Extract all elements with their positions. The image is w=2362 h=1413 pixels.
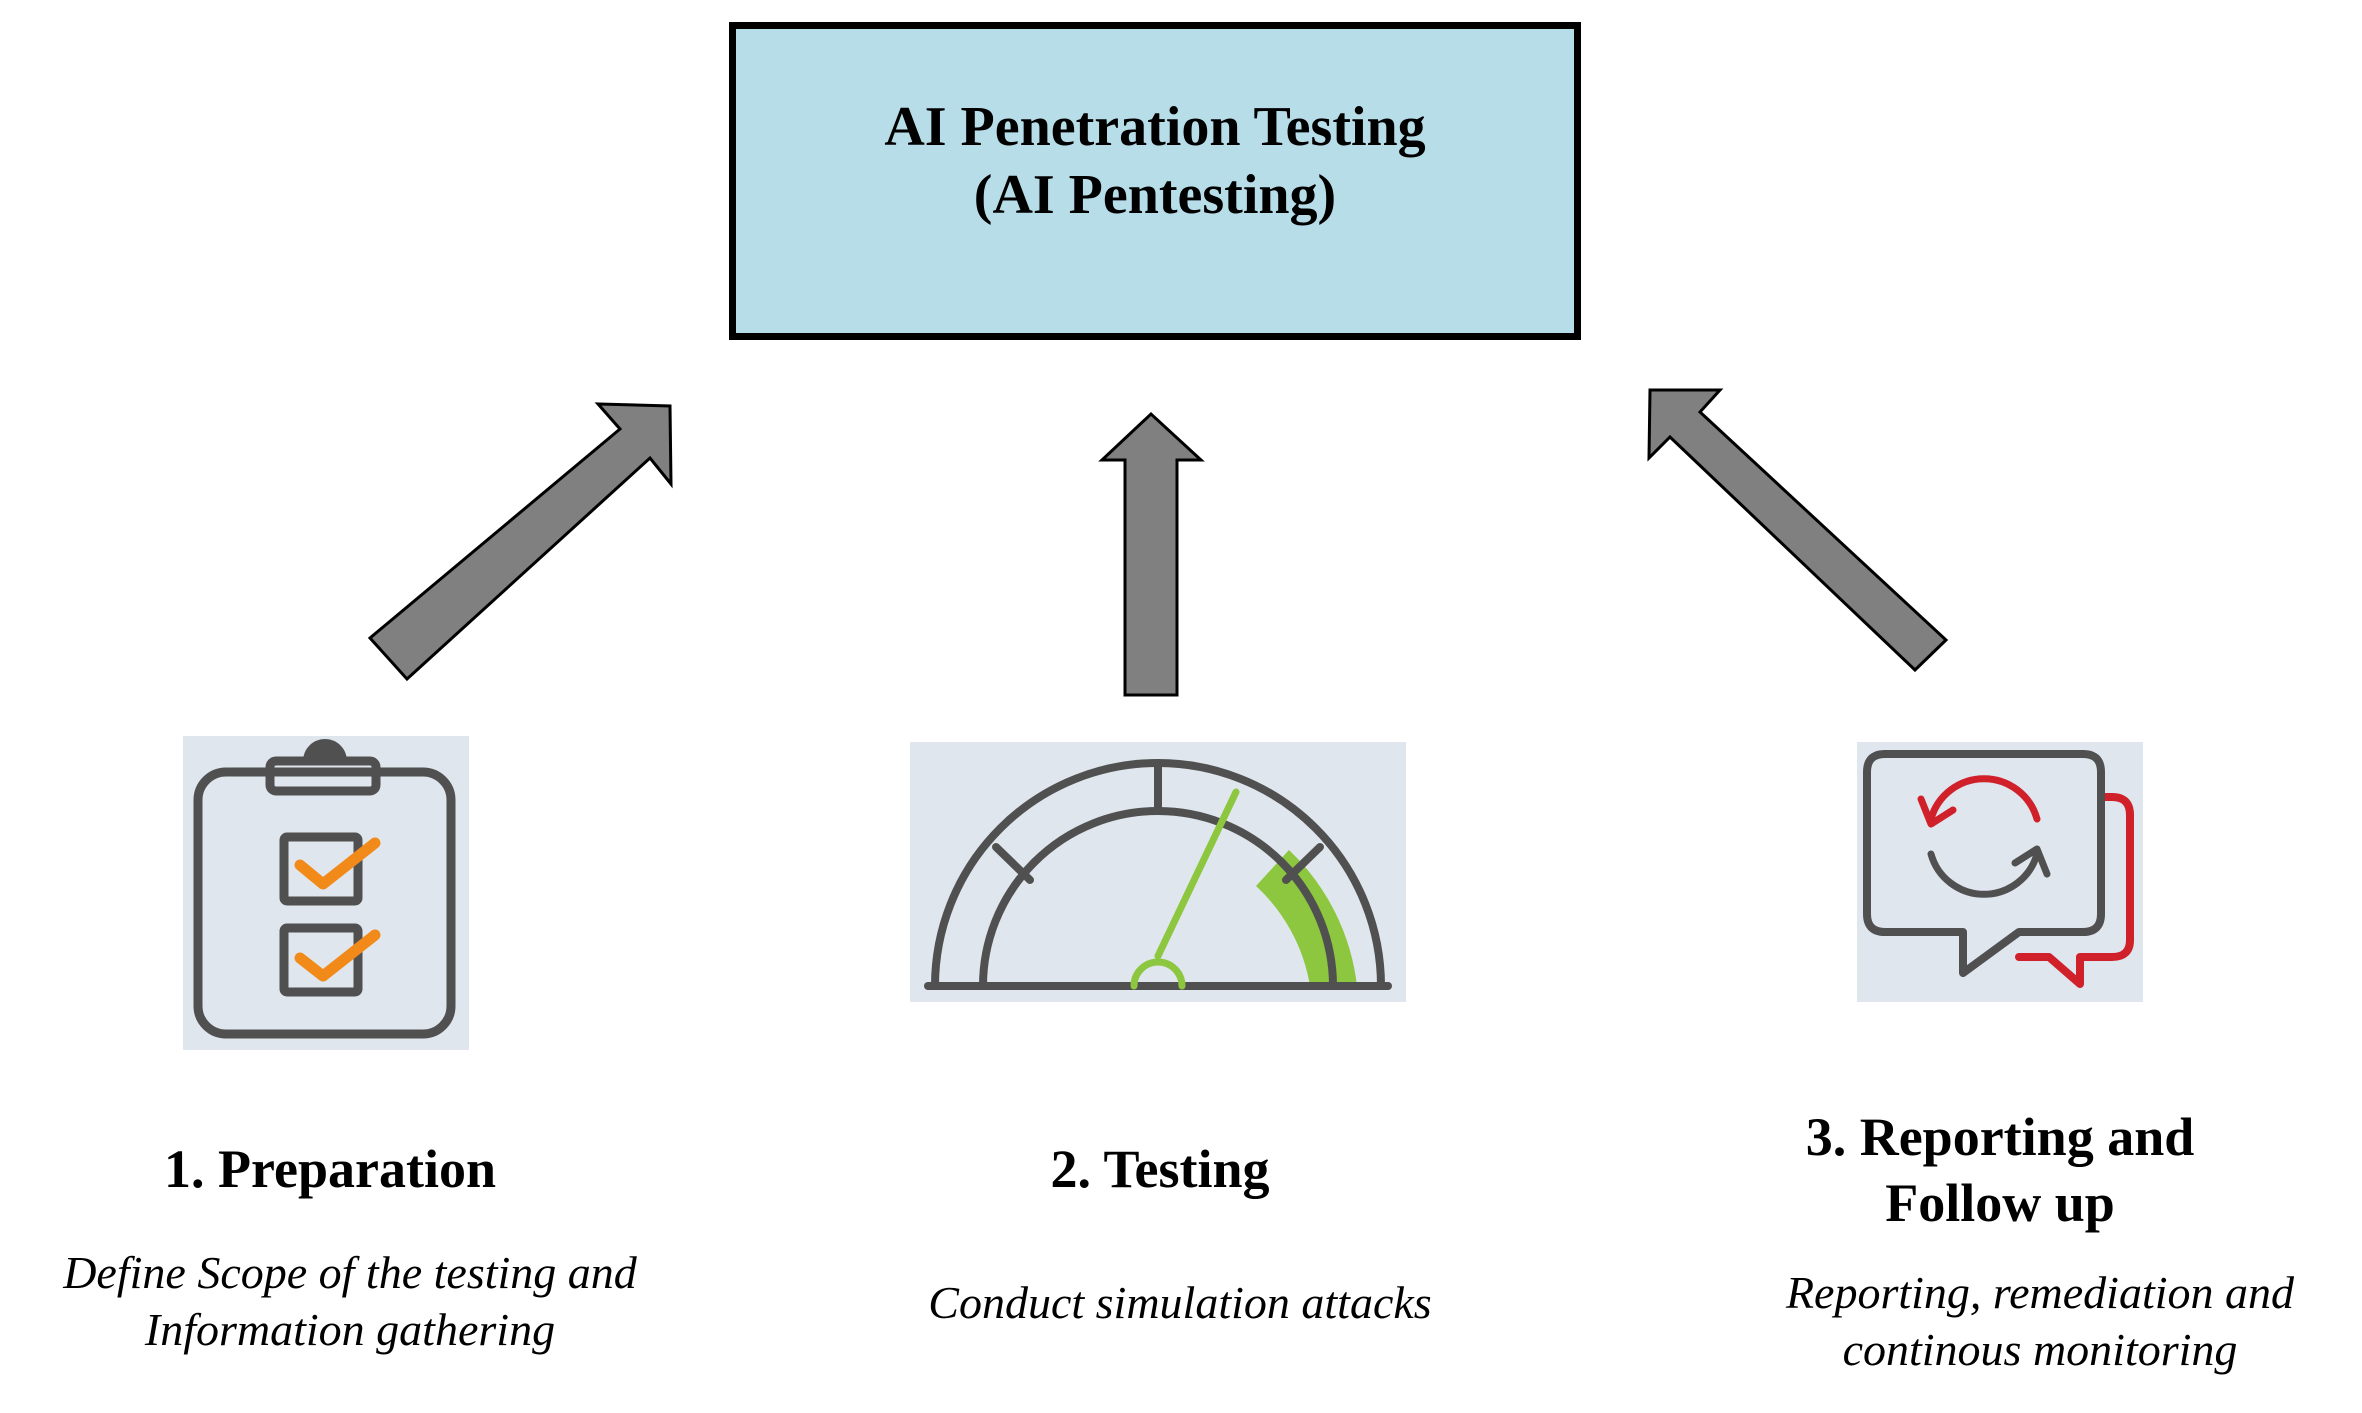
step-3-title-line-1: 3. Reporting and: [1805, 1107, 2195, 1167]
step-2-desc-line-1: Conduct simulation attacks: [928, 1277, 1432, 1328]
chat-refresh-icon: [1857, 742, 2143, 1002]
arrow-right-diagonal-shape: [1647, 388, 1949, 673]
clipboard-checklist-icon: [183, 736, 469, 1050]
step-2-title: 2. Testing: [1050, 1139, 1270, 1199]
arrow-center-vertical: [1098, 411, 1205, 697]
step-1-desc-line-1: Define Scope of the testing and: [63, 1247, 637, 1298]
step-1-title: 1. Preparation: [164, 1139, 496, 1199]
step-3-desc-line-2: continous monitoring: [1842, 1324, 2238, 1375]
step-3-title: 3. Reporting and Follow up: [1700, 1104, 2300, 1236]
step-2-description: Conduct simulation attacks: [880, 1274, 1480, 1331]
step-1-desc-line-2: Information gathering: [144, 1304, 556, 1355]
speedometer-gauge-icon: [910, 742, 1406, 1002]
step-3-description: Reporting, remediation and continous mon…: [1740, 1264, 2340, 1378]
arrow-left-diagonal: [367, 402, 673, 682]
title-line-2: (AI Pentesting): [973, 164, 1337, 226]
step-3-title-line-2: Follow up: [1885, 1173, 2115, 1233]
title-line-1: AI Penetration Testing: [884, 96, 1426, 158]
step-1-description: Define Scope of the testing and Informat…: [20, 1244, 680, 1358]
step-3-desc-line-1: Reporting, remediation and: [1785, 1267, 2295, 1318]
title-box: AI Penetration Testing (AI Pentesting): [729, 22, 1581, 340]
